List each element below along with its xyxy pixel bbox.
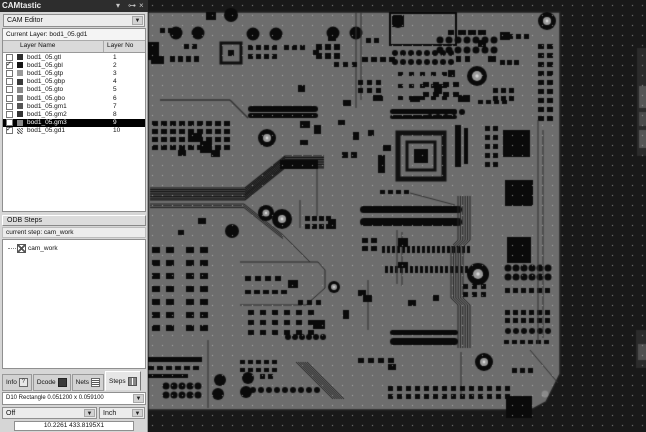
tab-label: Dcode [36,379,56,386]
dcode-icon [57,378,67,387]
units-combo[interactable]: Inch ▼ [99,407,145,419]
tab-label: Nets [75,379,90,386]
dcode-combo[interactable]: D10 Rectangle 0.051200 x 0.059100 ▼ [2,392,146,405]
layer-row[interactable]: bod1_05.gtp 3 [3,69,145,77]
layer-name: bod1_05.gbo [27,94,65,102]
layer-visibility-checkbox[interactable] [6,102,13,110]
chevron-down-icon[interactable]: ▾ [116,1,121,10]
bottom-tabs: Info? Dcode Nets Steps [2,371,141,391]
layer-number: 5 [113,86,117,94]
dropdown-arrow-icon[interactable]: ▼ [132,409,143,417]
panel-titlebar[interactable]: CAMtastic ▾ ⊶ × [0,0,148,12]
tab-label: Steps [109,377,126,385]
layer-row[interactable]: ✓ bod1_05.gd1 10 [3,126,145,135]
layer-color-swatch [17,95,23,102]
layer-name: bod1_05.gtp [27,69,64,77]
layer-row[interactable]: bod1_05.gto 5 [3,86,145,94]
layer-number: 8 [113,110,117,118]
layer-color-swatch [17,78,23,85]
layer-color-swatch [17,86,23,93]
tree-item-cam-work[interactable]: cam_work [8,244,145,253]
layer-number: 6 [113,94,117,102]
current-step-label: current step: cam_work [2,227,146,238]
layer-name: bod1_05.gm2 [27,110,67,118]
layer-visibility-checkbox[interactable]: ✓ [6,126,13,135]
layer-color-swatch [17,103,23,110]
tab-dcode[interactable]: Dcode [32,374,71,391]
close-icon[interactable]: × [139,1,144,10]
layer-name: bod1_05.gtl [27,53,61,61]
layer-color-swatch [17,62,23,69]
layer-visibility-checkbox[interactable] [6,119,13,127]
nets-icon [91,378,101,387]
layer-row[interactable]: bod1_05.gm3 9 [3,118,145,127]
layer-row[interactable]: bod1_05.gm1 7 [3,102,145,110]
column-layer-name[interactable]: Layer Name [3,41,104,52]
layer-name: bod1_05.gm3 [27,119,67,127]
layer-number: 7 [113,102,117,110]
layer-color-swatch [17,54,23,61]
layer-number: 1 [113,53,117,61]
coordinate-readout: 10.2261 433.8195X1 [14,421,134,431]
layer-number: 3 [113,69,117,77]
layer-name: bod1_05.gto [27,86,64,94]
odb-steps-header[interactable]: ODB Steps [2,215,146,226]
steps-icon [127,376,137,386]
tab-info[interactable]: Info? [2,374,32,391]
layer-name: bod1_05.gbl [27,61,63,69]
layer-list-header: Layer Name Layer No [3,41,145,53]
layer-name: bod1_05.gbp [27,78,65,86]
layer-visibility-checkbox[interactable] [6,94,13,102]
layer-color-swatch [17,111,23,118]
layer-visibility-checkbox[interactable] [6,53,13,61]
layer-color-swatch [17,119,23,126]
step-icon [17,244,26,253]
layer-visibility-checkbox[interactable] [6,86,13,94]
tab-label: Info [6,379,17,386]
layer-visibility-checkbox[interactable] [6,78,13,86]
tree-item-label: cam_work [28,245,58,252]
layer-visibility-checkbox[interactable] [6,69,13,77]
layer-row[interactable]: bod1_05.gbo 6 [3,94,145,102]
dropdown-arrow-icon[interactable]: ▼ [132,16,143,25]
layer-name: bod1_05.gm1 [27,102,67,110]
layer-visibility-checkbox[interactable] [6,110,13,118]
layer-list-box: Current Layer: bod1_05.gd1 Layer Name La… [2,28,146,212]
dropdown-arrow-icon[interactable]: ▼ [84,409,95,417]
layer-number: 9 [113,119,117,127]
layer-number: 10 [113,127,121,135]
draw-mode-combo[interactable]: Off ▼ [2,407,97,419]
layer-number: 4 [113,78,117,86]
layer-row[interactable]: bod1_05.gtl 1 [3,53,145,61]
tab-steps[interactable]: Steps [105,371,141,391]
dropdown-arrow-icon[interactable]: ▼ [133,394,144,403]
column-layer-no[interactable]: Layer No [107,42,134,49]
layer-row[interactable]: bod1_05.gbp 4 [3,78,145,86]
layer-visibility-checkbox[interactable]: ✓ [6,60,13,69]
layer-color-swatch [17,70,23,77]
layer-number: 2 [113,61,117,69]
tab-nets[interactable]: Nets [71,374,105,391]
current-layer-label: Current Layer: bod1_05.gd1 [3,29,145,41]
panel-title: CAMtastic [2,1,42,10]
pcb-canvas[interactable] [148,0,646,432]
info-icon: ? [18,378,28,387]
steps-tree: cam_work [2,239,146,369]
layer-name: bod1_05.gd1 [27,127,65,135]
tree-branch-line [8,248,16,249]
layer-color-swatch [17,127,23,134]
camtastic-panel: CAMtastic ▾ ⊶ × CAM Editor ▼ Current Lay… [0,0,148,432]
pin-icon[interactable]: ⊶ [128,1,136,10]
layer-row[interactable]: ✓ bod1_05.gbl 2 [3,61,145,69]
layer-row[interactable]: bod1_05.gm2 8 [3,110,145,118]
editor-mode-select[interactable]: CAM Editor ▼ [3,14,145,27]
